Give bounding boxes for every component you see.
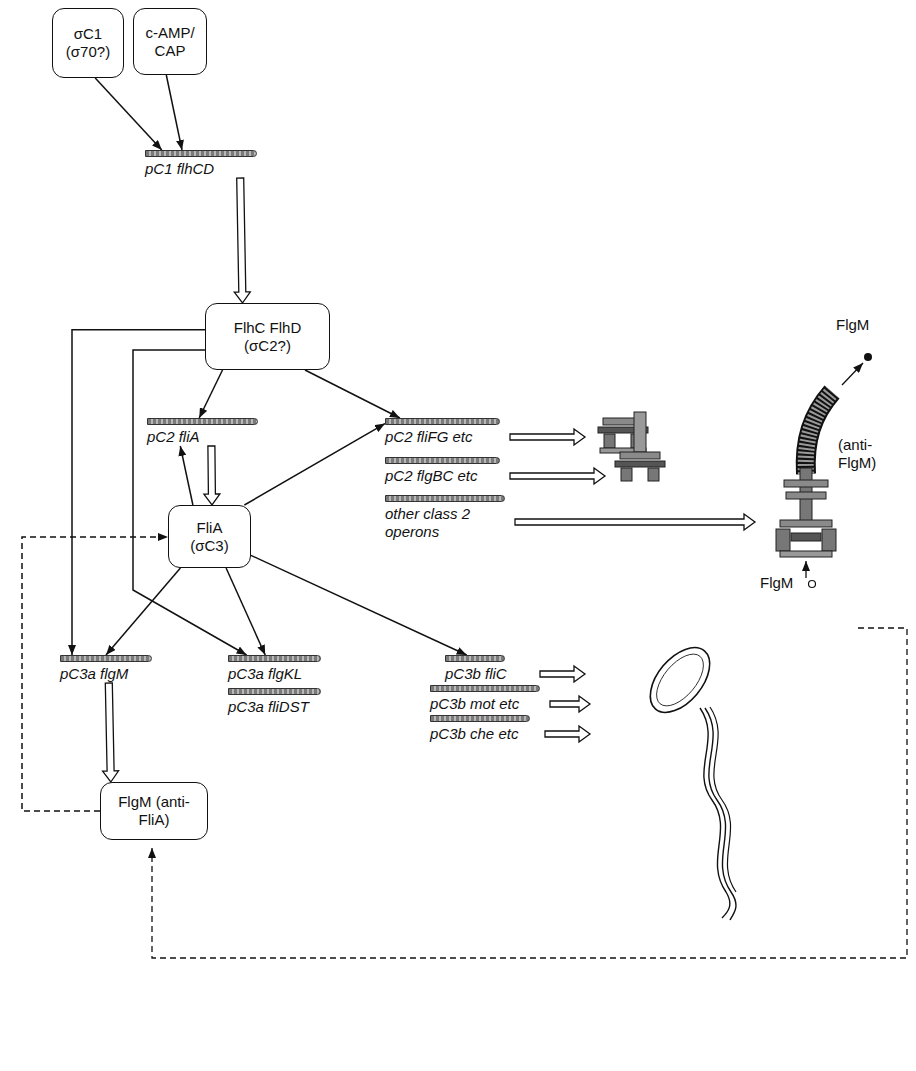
gene-label: pC3b fliC (445, 665, 507, 683)
gene-label: pC3b mot etc (430, 695, 519, 713)
product-arrow (510, 429, 585, 445)
gene-label: pC1 flhCD (145, 160, 214, 178)
regulator-box: FliA (σC3) (168, 505, 251, 568)
gene-label: pC2 fliFG etc (385, 428, 473, 446)
gene-operon: pC2 fliA (147, 418, 258, 446)
gene-operon: pC3a flgKL (228, 655, 321, 683)
cell (639, 637, 722, 724)
activation-arrow (244, 424, 385, 505)
regulator-box: c-AMP/ CAP (133, 8, 207, 75)
c-ring (621, 468, 632, 481)
gene-operon: pC2 fliFG etc (385, 418, 500, 446)
product-arrow (545, 726, 590, 742)
p-ring (786, 492, 826, 499)
expression-arrow (204, 446, 220, 505)
protein-label: FlgM (836, 316, 869, 334)
gene-operon: pC1 flhCD (145, 150, 257, 178)
gene-bar (445, 655, 505, 662)
activation-arrow (72, 330, 205, 655)
hook (806, 392, 832, 474)
feedback-dashed-line (152, 628, 907, 958)
switch-ring (615, 461, 665, 467)
import-arrow (805, 561, 806, 578)
protein-label: (anti- FlgM) (838, 436, 888, 472)
gene-operon: pC3b mot etc (430, 685, 540, 713)
product-arrow (540, 666, 585, 682)
switch-ring (791, 533, 821, 541)
gene-bar (228, 655, 321, 662)
gene-operon: pC2 flgBC etc (385, 457, 500, 485)
gene-bar (385, 418, 500, 425)
c-ring (822, 529, 836, 551)
gene-bar (228, 688, 321, 695)
gene-label: pC3b che etc (430, 725, 518, 743)
box-label: FliA (σC3) (182, 519, 237, 555)
flagellum (705, 708, 736, 920)
ms-ring (780, 520, 832, 527)
product-arrow (510, 468, 605, 484)
gene-bar (430, 715, 530, 722)
hook-outline (806, 392, 832, 474)
cell-inner (648, 646, 712, 714)
gene-bar (60, 655, 152, 662)
protein-label: FlgM (760, 574, 793, 592)
export-base (780, 551, 832, 557)
gene-bar (430, 685, 540, 692)
expression-arrow (103, 683, 119, 782)
regulator-box: σC1 (σ70?) (52, 8, 124, 78)
activation-arrow (251, 555, 467, 655)
box-label: c-AMP/ CAP (141, 24, 199, 60)
gene-operon: other class 2 operons (385, 495, 505, 541)
rod (634, 412, 646, 452)
gene-label: pC2 fliA (147, 428, 200, 446)
gene-operon: pC3b fliC (445, 655, 507, 683)
box-label: σC1 (σ70?) (60, 25, 116, 61)
c-ring (776, 529, 790, 551)
gene-bar (385, 495, 505, 502)
gene-bar (385, 457, 500, 464)
activation-arrow (106, 568, 180, 655)
gene-label: pC2 flgBC etc (385, 467, 478, 485)
l-ring (784, 480, 828, 487)
gene-label: pC3a flgM (60, 665, 128, 683)
gene-label: pC3a fliDST (228, 698, 309, 716)
product-arrow (550, 696, 590, 712)
gene-bar (145, 150, 257, 157)
flgm-dot (864, 353, 872, 361)
gene-operon: pC3b che etc (430, 715, 530, 743)
activation-arrow (305, 370, 400, 418)
box-label: FlgM (anti-FliA) (108, 793, 200, 829)
inhibition-dashed-arrow (22, 537, 168, 811)
gene-bar (147, 418, 258, 425)
product-arrow (515, 514, 755, 530)
activation-arrow (133, 350, 247, 655)
flgm-dot (809, 581, 816, 588)
regulator-box: FlgM (anti-FliA) (100, 782, 208, 840)
ms-ring (620, 452, 660, 459)
activation-arrow (166, 75, 182, 150)
activation-arrow (180, 446, 193, 505)
box-label: FlhC FlhD (σC2?) (225, 319, 310, 355)
c-ring (648, 468, 659, 481)
regulator-box: FlhC FlhD (σC2?) (205, 303, 330, 370)
activation-arrow (199, 370, 222, 418)
export-arrow (842, 363, 863, 385)
gene-operon: pC3a flgM (60, 655, 152, 683)
expression-arrow (234, 178, 250, 303)
flagellum (700, 708, 730, 918)
c-ring (604, 434, 615, 448)
flagellum (710, 707, 736, 892)
activation-arrow (95, 78, 162, 150)
gene-label: other class 2 operons (385, 505, 495, 541)
activation-arrow (226, 568, 265, 655)
gene-operon: pC3a fliDST (228, 688, 321, 716)
gene-label: pC3a flgKL (228, 665, 302, 683)
